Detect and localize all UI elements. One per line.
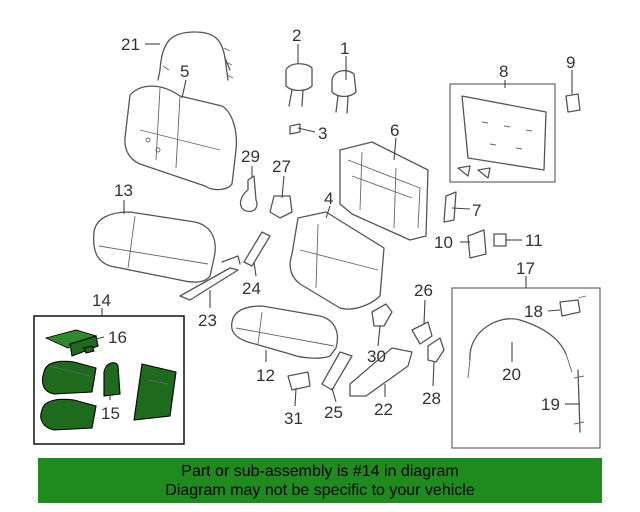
seat-cushion-pad[interactable]: [92, 211, 216, 283]
callout-24: 24: [242, 279, 261, 298]
latch-bracket[interactable]: [467, 229, 487, 259]
callout-30: 30: [367, 347, 386, 366]
banner-line-1: Part or sub-assembly is #14 in diagram: [181, 463, 459, 480]
seat-back-frame-wire[interactable]: [157, 31, 234, 81]
seat-back-cover[interactable]: [289, 211, 385, 310]
callout-25: 25: [324, 403, 343, 422]
callout-19: 19: [541, 395, 560, 414]
seat-cushion-cover[interactable]: [230, 305, 339, 359]
side-trim-panel[interactable]: [321, 351, 353, 391]
recliner-cover[interactable]: [269, 195, 293, 219]
headrest-guide[interactable]: [289, 123, 301, 135]
callout-6: 6: [390, 121, 399, 140]
seat-back-pad[interactable]: [124, 85, 238, 191]
callout-29: 29: [241, 147, 260, 166]
notice-banner: Part or sub-assembly is #14 in diagram D…: [38, 458, 602, 503]
release-cable-lower[interactable]: [573, 369, 585, 433]
callout-27: 27: [272, 157, 291, 176]
bracket[interactable]: [287, 371, 311, 391]
callout-17: 17: [516, 259, 535, 278]
callout-12: 12: [256, 366, 275, 385]
callout-31: 31: [284, 409, 303, 428]
hinge-cover-small[interactable]: [371, 303, 393, 327]
latch-knob[interactable]: [493, 233, 507, 247]
callout-labels: 1 2 3 4 5 6 7 8 9 10 11 12 13 14 15 16 1…: [92, 26, 575, 428]
callout-2: 2: [292, 26, 301, 45]
callout-20: 20: [502, 365, 521, 384]
hinge-cover-lower[interactable]: [427, 337, 445, 363]
callout-26: 26: [414, 281, 433, 300]
callout-22: 22: [374, 400, 393, 419]
callout-16: 16: [108, 328, 127, 347]
seat-belt-guide[interactable]: [239, 175, 258, 213]
callout-15: 15: [101, 404, 120, 423]
banner-line-2: Diagram may not be specific to your vehi…: [165, 482, 475, 499]
seat-back-panel-clip[interactable]: [443, 191, 457, 223]
seat-back-button[interactable]: [565, 93, 581, 113]
group-box-14: [33, 315, 185, 445]
callout-3: 3: [318, 124, 327, 143]
callout-10: 10: [434, 233, 453, 252]
parts-diagram: 1 2 3 4 5 6 7 8 9 10 11 12 13 14 15 16 1…: [33, 26, 601, 449]
callout-1: 1: [340, 39, 349, 58]
leader-lines: [91, 43, 580, 407]
callout-21: 21: [121, 35, 140, 54]
callout-11: 11: [525, 231, 543, 250]
lower-side-trim[interactable]: [349, 347, 413, 397]
cushion-frame-bracket[interactable]: [243, 231, 271, 267]
callout-14: 14: [92, 291, 111, 310]
seat-lock-cover[interactable]: [559, 295, 587, 317]
headrest-left[interactable]: [285, 63, 313, 107]
seat-back-panel[interactable]: [457, 95, 547, 179]
headrest-right[interactable]: [331, 69, 357, 114]
seat-back-frame[interactable]: [339, 141, 429, 241]
cushion-cover-assembly-highlighted[interactable]: [40, 329, 177, 431]
callout-7: 7: [472, 201, 481, 220]
hinge-cover-upper[interactable]: [411, 321, 433, 345]
callout-9: 9: [566, 53, 575, 72]
callout-5: 5: [180, 62, 189, 81]
callout-8: 8: [499, 62, 508, 81]
release-cable[interactable]: [467, 318, 573, 379]
callout-4: 4: [324, 189, 333, 208]
cushion-frame-rail[interactable]: [179, 255, 241, 301]
callout-23: 23: [198, 311, 217, 330]
callout-18: 18: [524, 302, 543, 321]
callout-13: 13: [114, 181, 133, 200]
group-box-8: [449, 83, 556, 183]
callout-28: 28: [422, 389, 441, 408]
